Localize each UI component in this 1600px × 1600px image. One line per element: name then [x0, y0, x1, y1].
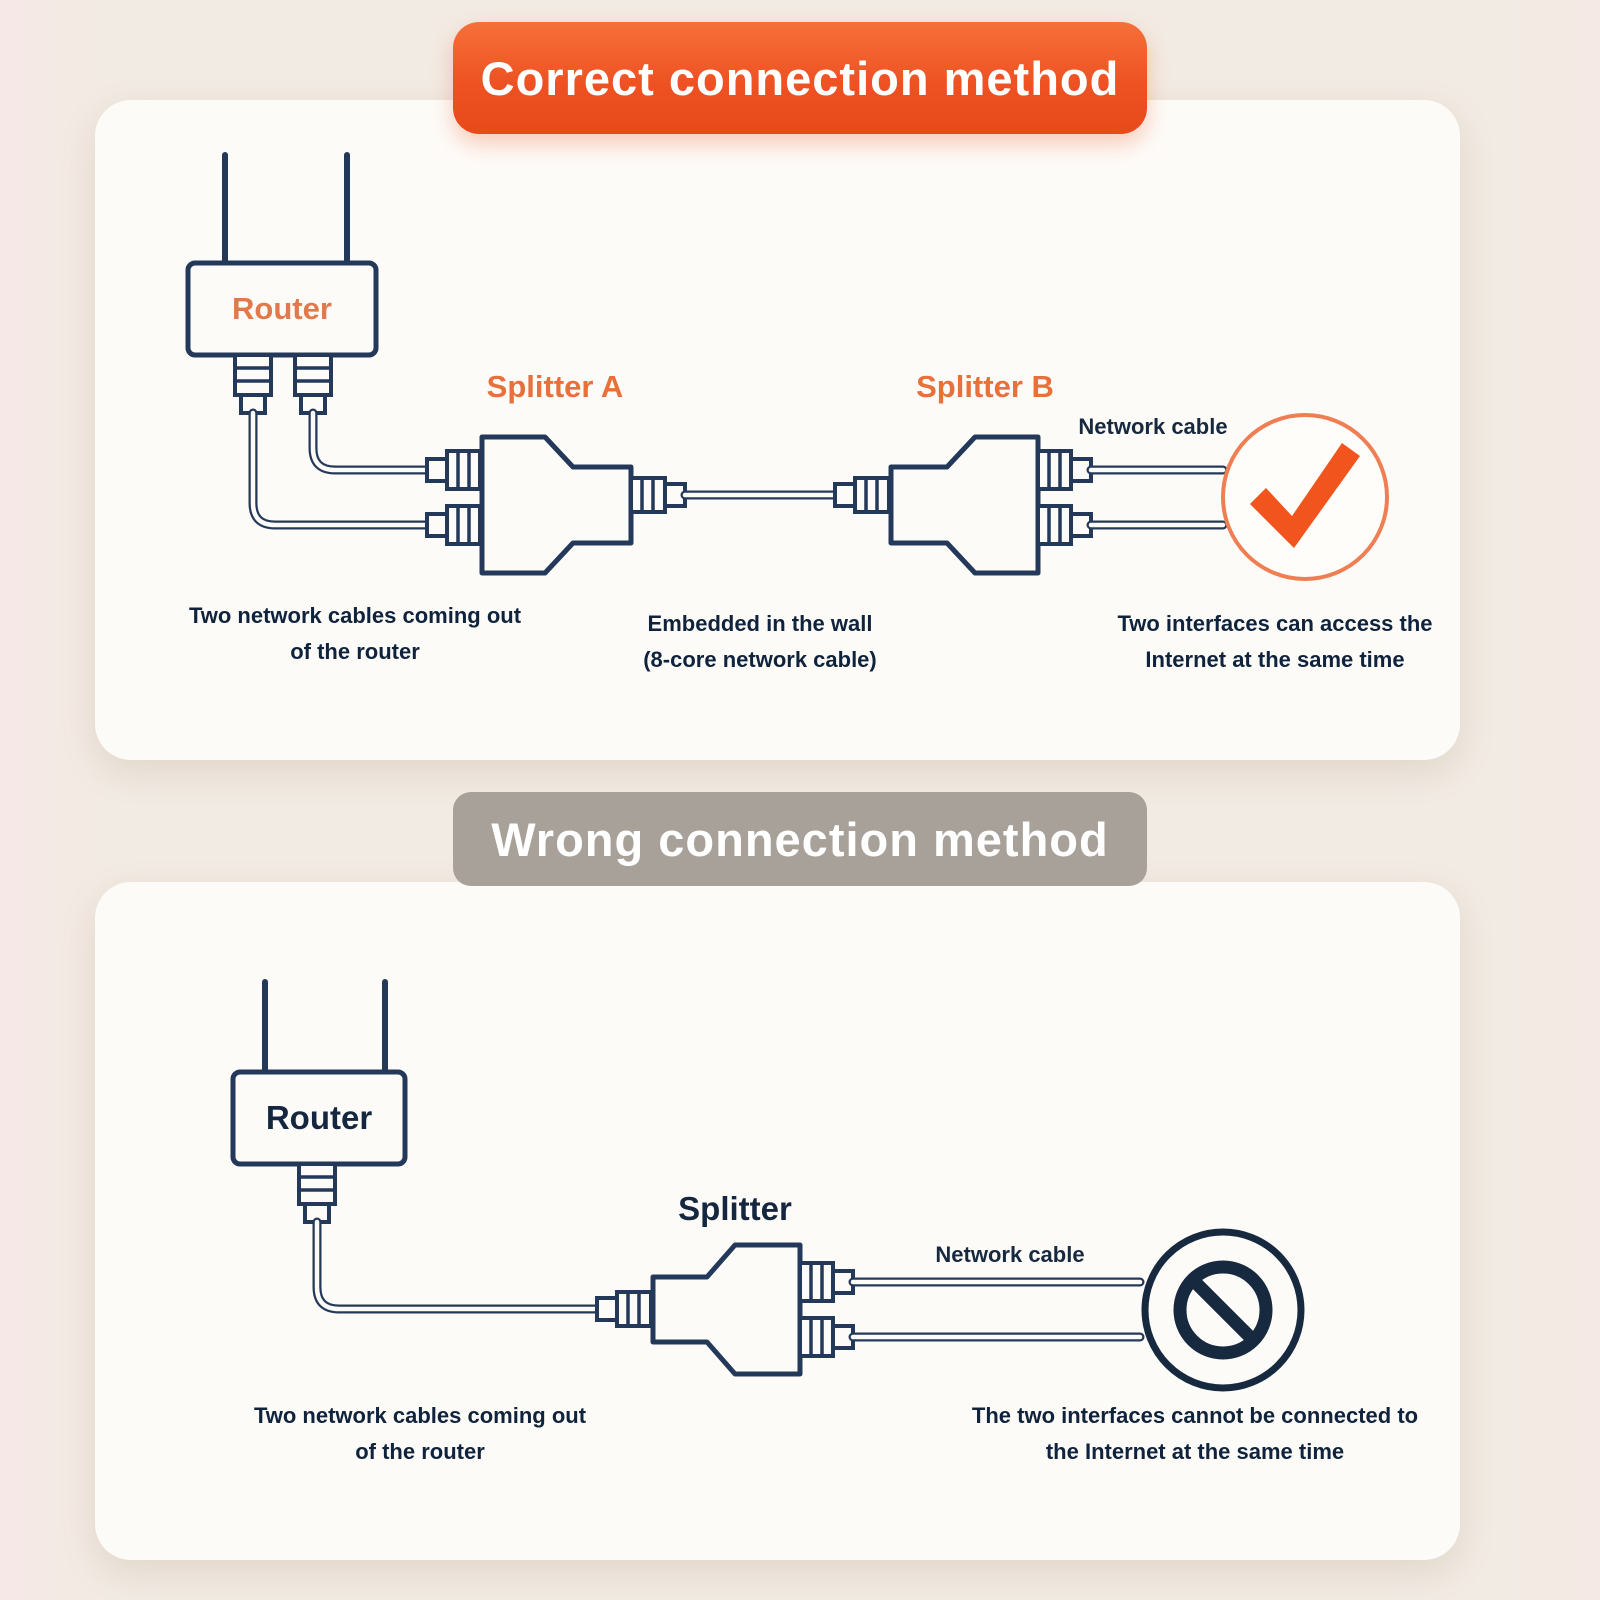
- network-cable-label: Network cable: [935, 1242, 1085, 1267]
- wrong-banner: Wrong connection method: [453, 792, 1147, 886]
- caption-internet-access: Two interfaces can access the Internet a…: [1117, 611, 1433, 672]
- splitter-b-label: Splitter B: [916, 369, 1054, 404]
- wrong-banner-title: Wrong connection method: [491, 812, 1109, 866]
- correct-banner: Correct connection method: [453, 22, 1147, 134]
- check-icon: [1221, 413, 1389, 581]
- splitter-figure: [595, 1242, 855, 1377]
- splitter-label: Splitter: [678, 1190, 792, 1227]
- caption-no-internet: The two interfaces cannot be connected t…: [971, 1403, 1419, 1464]
- correct-panel: Router Splitter A Splitter B Network cab…: [95, 100, 1460, 760]
- correct-banner-title: Correct connection method: [480, 51, 1120, 105]
- cables-splitter-b-out: [1086, 465, 1228, 530]
- caption-router-cables: Two network cables coming out of the rou…: [188, 603, 522, 664]
- correct-diagram: [185, 152, 1389, 581]
- cables-router-to-splitter-a: [248, 408, 432, 530]
- splitter-a-label: Splitter A: [486, 369, 624, 404]
- splitter-a-figure: [425, 434, 687, 576]
- caption-router-cables: Two network cables coming out of the rou…: [253, 1403, 587, 1464]
- wrong-diagram: [230, 979, 1305, 1392]
- cables-splitter-out: [848, 1277, 1145, 1342]
- router-figure: [230, 979, 408, 1224]
- router-figure: [185, 152, 379, 415]
- prohibition-icon: [1141, 1228, 1305, 1392]
- caption-embedded-wall: Embedded in the wall (8-core network cab…: [643, 611, 877, 672]
- cable-router-to-splitter: [312, 1217, 602, 1314]
- splitter-b-figure: [833, 434, 1093, 576]
- network-cable-label: Network cable: [1078, 414, 1228, 439]
- router-label: Router: [265, 1099, 373, 1136]
- router-label: Router: [232, 291, 332, 326]
- wrong-panel: Router Splitter Network cable Two networ…: [95, 882, 1460, 1560]
